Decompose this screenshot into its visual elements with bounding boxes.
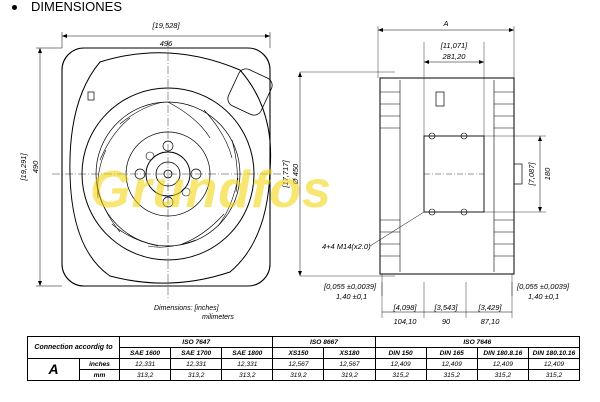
bolt: [181, 187, 191, 197]
width-inches: [19,528]: [151, 21, 180, 30]
units-note-line2: milimeters: [202, 314, 234, 321]
symbol-cell: A: [27, 358, 80, 381]
value-cell: 315,2: [374, 369, 427, 381]
bolt: [428, 208, 436, 216]
cable-gland: [87, 91, 95, 101]
value-cell: 313,2: [119, 369, 172, 381]
watermark-logo: Grundfos: [90, 161, 332, 219]
depth-inches: [11,071]: [440, 41, 468, 50]
thread-leader: [369, 211, 425, 247]
group-header: ISO 8667: [272, 336, 376, 348]
column-header: DIN 165: [425, 347, 478, 359]
column-header: SAE 1800: [221, 347, 274, 359]
bolt: [145, 151, 155, 161]
shaft-end: [513, 163, 523, 185]
bottom-2-mm: 90: [442, 317, 451, 326]
tolerance-right-mm: 1,40 ±0,1: [528, 292, 559, 301]
unit-cell: inches: [78, 358, 121, 370]
section-heading: DIMENSIONES: [12, 0, 122, 14]
bottom-2-inches: [3,543]: [434, 303, 459, 312]
width-mm: 496: [160, 39, 173, 48]
tolerance-right-inches: [0,055 ±0,0039]: [516, 282, 570, 291]
value-cell: 12,409: [425, 358, 478, 370]
table-row: mm 313,2 313,2 313,2 319,2 319,2 315,2 3…: [28, 369, 581, 381]
fins-right: [493, 80, 514, 272]
side-inches: [7,087]: [527, 162, 536, 187]
value-cell: 12,331: [221, 358, 274, 370]
front-view: [36, 32, 284, 300]
side-mm: 180: [543, 167, 552, 180]
table-row: A inches 12,331 12,331 12,331 12,567 12,…: [27, 358, 581, 381]
diameter-inches: [17,717]: [281, 160, 290, 189]
table-group-row: Connection accordig to ISO 7647 ISO 8667…: [26, 336, 581, 359]
bolt: [460, 132, 468, 140]
value-cell: 12,567: [323, 358, 376, 370]
value-cell: 12,331: [119, 358, 172, 370]
side-view: [299, 26, 546, 318]
value-cell: 12,409: [476, 358, 529, 370]
column-header: XS150: [272, 347, 325, 359]
bolt: [460, 208, 468, 216]
bottom-1-inches: [4,098]: [393, 303, 418, 312]
value-cell: 12,409: [374, 358, 427, 370]
value-cell: 319,2: [323, 369, 376, 381]
column-header: XS180: [323, 347, 376, 359]
thread-spec: 4+4 M14(x2.0): [322, 242, 371, 251]
fins-left: [380, 80, 401, 272]
column-header: SAE 1600: [119, 347, 172, 359]
value-cell: 319,2: [272, 369, 325, 381]
bottom-1-mm: 104,10: [394, 317, 418, 326]
connection-table: Connection accordig to ISO 7647 ISO 8667…: [26, 336, 581, 381]
depth-mm: 281,20: [442, 52, 467, 61]
tolerance-left-inches: [0,055 ±0,0039]: [323, 282, 377, 291]
height-mm: 490: [31, 160, 40, 173]
group-header: ISO 7647: [119, 336, 274, 348]
value-cell: 12,567: [272, 358, 325, 370]
diameter-mm: Ø 450: [291, 163, 300, 185]
depth-label: A: [442, 19, 448, 28]
height-inches: [19,291]: [19, 153, 28, 182]
column-header: DIN 150: [374, 347, 427, 359]
units-note: Dimensions: [inches] milimeters: [154, 304, 234, 322]
value-cell: 315,2: [476, 369, 529, 381]
bottom-3-mm: 87,10: [481, 317, 501, 326]
value-cell: 12,331: [170, 358, 223, 370]
column-header: DIN 180.8.16: [476, 347, 529, 359]
column-header: SAE 1700: [170, 347, 223, 359]
units-note-line1: Dimensions: [inches]: [154, 305, 219, 312]
bolt: [428, 132, 436, 140]
dimension-drawing: [19,528] 496 [19,291] 490 [17,717] Ø 450…: [19, 19, 570, 326]
column-header: DIN 180.10.16: [527, 347, 581, 359]
blades: [97, 101, 239, 248]
bullet-icon: [12, 5, 17, 11]
top-fitting: [435, 91, 445, 107]
group-header: ISO 7646: [374, 336, 581, 348]
value-cell: 315,2: [527, 369, 581, 381]
unit-cell: mm: [78, 369, 121, 381]
heading-text: DIMENSIONES: [31, 0, 123, 14]
terminal-box: [227, 68, 273, 116]
value-cell: 315,2: [425, 369, 478, 381]
shroud-outline: [69, 52, 272, 284]
value-cell: 313,2: [170, 369, 223, 381]
bottom-3-inches: [3,429]: [478, 303, 503, 312]
row-label: Connection accordig to: [26, 336, 121, 359]
value-cell: 313,2: [221, 369, 274, 381]
value-cell: 12,409: [527, 358, 581, 370]
tolerance-left-mm: 1,40 ±0,1: [336, 292, 367, 301]
